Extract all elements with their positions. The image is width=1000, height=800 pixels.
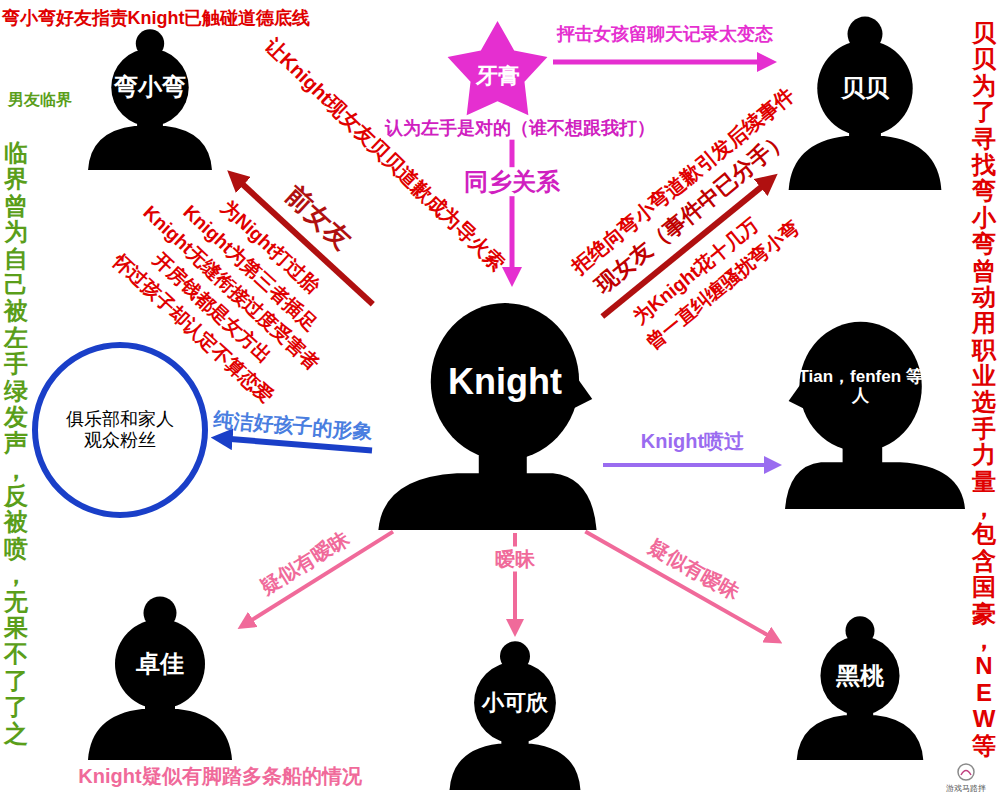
person-node: Tian，fenfen 等人 bbox=[785, 290, 965, 530]
silhouette bbox=[88, 597, 232, 761]
edge-label-anchor: 前女友 bbox=[279, 181, 357, 256]
silhouette bbox=[785, 322, 965, 509]
annotation-note: Knight疑似有脚踏多条船的情况 bbox=[78, 765, 361, 788]
person-node: 小可欣 bbox=[445, 640, 585, 790]
annotation-note: 贝贝为了寻找弯小弯曾动用职业选手力量，包含国豪，NEW等 bbox=[972, 20, 996, 759]
relation-arrow bbox=[510, 125, 515, 269]
person-node: 卓佳 bbox=[85, 595, 235, 760]
group-circle-node: 俱乐部和家人 观众粉丝 bbox=[32, 342, 208, 518]
edge-label: 暧昧 bbox=[491, 547, 539, 572]
node-name: 小可欣 bbox=[482, 690, 548, 715]
node-text-anchor: 黑桃 bbox=[836, 662, 884, 690]
annotation-note: 男友临界 bbox=[8, 91, 72, 109]
relation-arrow bbox=[603, 463, 766, 467]
node-text-anchor: 俱乐部和家人 观众粉丝 bbox=[58, 409, 183, 450]
edge-label-anchor: 暧昧 bbox=[491, 547, 539, 572]
silhouette bbox=[797, 616, 924, 760]
edge-label-anchor: 同乡关系 bbox=[460, 167, 564, 197]
node-shape bbox=[375, 290, 600, 530]
node-name: 贝贝 bbox=[841, 74, 889, 102]
group-circle bbox=[35, 345, 205, 515]
person-node: 黑桃 bbox=[785, 615, 935, 760]
node-shape bbox=[785, 290, 965, 530]
node-text-anchor: 弯小弯 bbox=[114, 74, 186, 102]
silhouette bbox=[88, 29, 212, 170]
node-text-anchor: 小可欣 bbox=[482, 690, 548, 715]
person-node: 弯小弯 bbox=[75, 28, 225, 170]
node-name: 牙膏 bbox=[476, 64, 520, 89]
note-anchor: Knight疑似有脚踏多条船的情况 bbox=[78, 765, 361, 788]
node-name: 弯小弯 bbox=[114, 74, 186, 102]
annotation-note: 临界曾为自己被左手绿发声，反被喷，无果不了了之 bbox=[4, 140, 28, 747]
watermark-logo bbox=[958, 764, 974, 780]
node-name: 卓佳 bbox=[136, 650, 184, 678]
node-text-anchor: 卓佳 bbox=[136, 650, 184, 678]
node-name: 俱乐部和家人 观众粉丝 bbox=[58, 409, 183, 450]
node-name: Knight bbox=[448, 361, 562, 402]
note-anchor: 弯小弯好友指责Knight已触碰道德底线 bbox=[2, 8, 311, 29]
note-anchor: 认为左手是对的（谁不想跟我打） bbox=[381, 117, 659, 140]
node-shape bbox=[780, 15, 950, 190]
node-text-anchor: Knight bbox=[448, 361, 562, 402]
note-anchor: 男友临界 bbox=[8, 91, 72, 109]
node-name: 黑桃 bbox=[836, 662, 884, 690]
annotation-note: 认为左手是对的（谁不想跟我打） bbox=[381, 117, 659, 140]
edge-label: Knight喷过 bbox=[641, 430, 744, 453]
silhouette bbox=[378, 303, 596, 530]
node-text-anchor: 牙膏 bbox=[476, 64, 520, 89]
annotation-note: 弯小弯好友指责Knight已触碰道德底线 bbox=[2, 8, 311, 29]
node-name: Tian，fenfen 等人 bbox=[793, 367, 928, 406]
edge-label: 前女友 bbox=[279, 181, 357, 256]
watermark: 游戏马路拌 bbox=[946, 784, 986, 793]
person-node: 贝贝 bbox=[780, 15, 950, 190]
note-anchor: 贝贝为了寻找弯小弯曾动用职业选手力量，包含国豪，NEW等 bbox=[972, 20, 996, 759]
star-node: 牙膏 bbox=[445, 18, 550, 122]
note-anchor: 临界曾为自己被左手绿发声，反被喷，无果不了了之 bbox=[4, 140, 28, 747]
relation-arrow bbox=[553, 60, 759, 65]
edge-label-anchor: 抨击女孩留聊天记录太变态 bbox=[557, 24, 773, 45]
person-node: Knight bbox=[375, 290, 600, 530]
silhouette bbox=[789, 17, 942, 190]
node-text-anchor: Tian，fenfen 等人 bbox=[793, 367, 928, 406]
edge-label: 抨击女孩留聊天记录太变态 bbox=[557, 24, 773, 45]
node-text-anchor: 贝贝 bbox=[841, 74, 889, 102]
note-anchor: 游戏马路拌 bbox=[946, 784, 986, 793]
relation-arrow bbox=[585, 531, 768, 635]
node-shape bbox=[85, 595, 235, 760]
star-shape bbox=[448, 21, 548, 115]
silhouette bbox=[450, 641, 581, 790]
watermark-logo-mark bbox=[961, 771, 971, 776]
edge-label: 同乡关系 bbox=[460, 167, 564, 197]
edge-label-anchor: Knight喷过 bbox=[641, 430, 744, 453]
